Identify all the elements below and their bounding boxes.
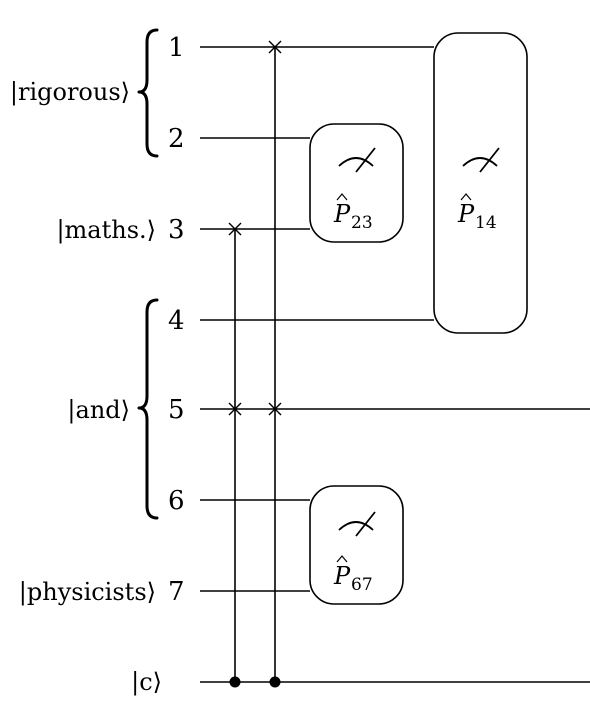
control-dot-b — [269, 676, 281, 688]
register-label-and: |and⟩ — [67, 396, 130, 425]
operator-subscript: 67 — [351, 575, 373, 595]
swap-mark-q5a — [228, 402, 242, 416]
operator-subscript: 14 — [475, 213, 497, 233]
register-label-rigorous: |rigorous⟩ — [10, 78, 130, 107]
register-label-physicists: |physicists⟩ — [19, 578, 156, 607]
operator-symbol: P — [457, 200, 475, 228]
classical-wire-label: |c⟩ — [131, 668, 162, 697]
brace-and — [137, 298, 159, 520]
meter-icon — [338, 521, 374, 531]
measurement-box-p23: P 23 — [309, 123, 404, 243]
measurement-box-p14: P 14 — [433, 32, 528, 334]
swap-mark-q3 — [228, 222, 242, 236]
control-dot-a — [229, 676, 241, 688]
qubit-number-2: 2 — [168, 124, 185, 154]
measurement-box-p67: P 67 — [309, 485, 404, 605]
qubit-number-7: 7 — [168, 577, 185, 607]
qubit-number-4: 4 — [168, 306, 185, 336]
qubit-number-5: 5 — [168, 395, 185, 425]
swap-mark-q5b — [268, 402, 282, 416]
meter-icon — [338, 157, 374, 167]
qubit-number-6: 6 — [168, 486, 185, 516]
qubit-number-3: 3 — [168, 215, 185, 245]
qubit-number-1: 1 — [168, 33, 185, 63]
register-label-maths: |maths.⟩ — [56, 216, 156, 245]
meter-icon — [462, 157, 498, 167]
operator-symbol: P — [333, 562, 351, 590]
brace-rigorous — [137, 28, 159, 158]
swap-mark-q1 — [268, 40, 282, 54]
operator-subscript: 23 — [351, 213, 373, 233]
operator-symbol: P — [333, 200, 351, 228]
